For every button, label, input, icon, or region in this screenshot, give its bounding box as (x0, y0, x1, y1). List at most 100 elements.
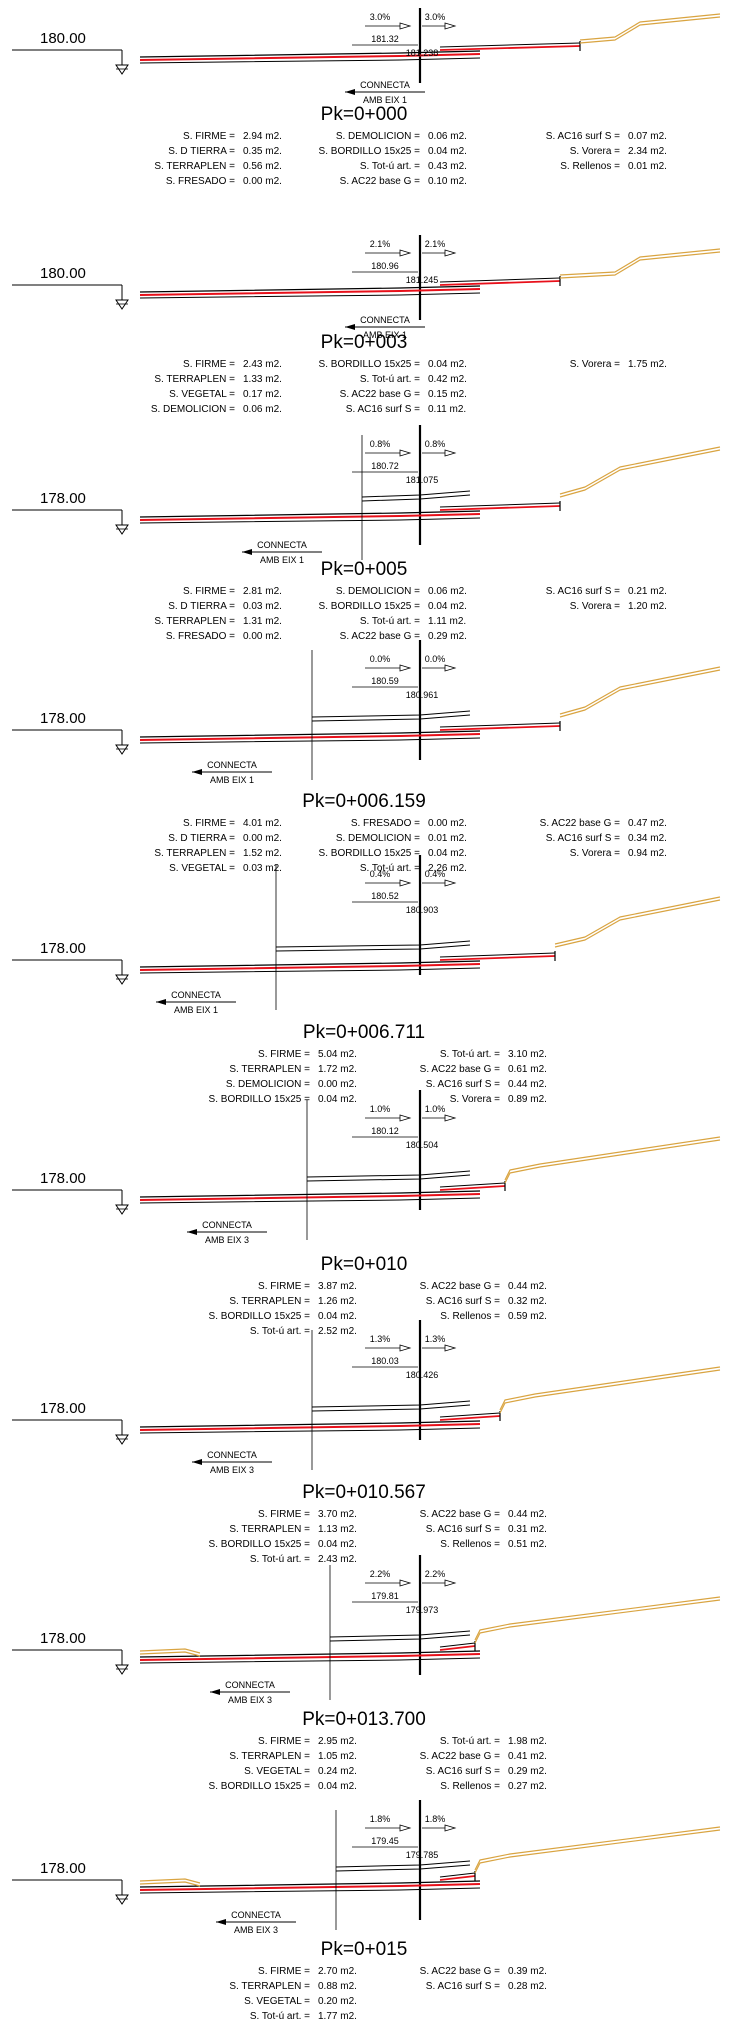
datum-label: 178.00 (40, 1170, 86, 1187)
pavement-layer (139, 1193, 481, 1201)
right-pavement (439, 1185, 506, 1191)
area-name: S. TERRAPLEN = (229, 1524, 310, 1535)
area-name: S. FIRME = (258, 1736, 310, 1747)
elev-left-label: 180.03 (371, 1356, 399, 1366)
terrain-line-a (559, 669, 721, 718)
area-name: S. Vorera = (450, 1094, 500, 1105)
right-road-line (439, 502, 561, 508)
area-name: S. D TIERRA = (168, 601, 235, 612)
platform-line-a (329, 1630, 471, 1638)
area-value: 2.34 m2. (628, 146, 667, 157)
slope-left-label: 0.4% (370, 869, 391, 879)
area-name: S. Rellenos = (440, 1311, 500, 1322)
datum-label: 180.00 (40, 265, 86, 282)
elev-axis-label: 180.504 (406, 1140, 439, 1150)
platform-line-b (329, 1634, 471, 1642)
area-name: S. TERRAPLEN = (229, 1981, 310, 1992)
area-value: 0.04 m2. (428, 146, 467, 157)
terrain-line-a (474, 1599, 721, 1644)
elev-left-label: 180.96 (371, 261, 399, 271)
datum-label: 178.00 (40, 710, 86, 727)
area-value: 0.42 m2. (428, 374, 467, 385)
terrain-line-a (504, 1139, 721, 1184)
datum-triangle-icon (115, 64, 129, 75)
datum-triangle-icon (115, 1664, 129, 1675)
area-value: 0.00 m2. (243, 176, 282, 187)
road-top-line (139, 1650, 481, 1658)
connecta-arrow-icon (345, 324, 355, 330)
connecta-axis-label: AMB EIX 3 (205, 1235, 249, 1245)
area-value: 1.75 m2. (628, 359, 667, 370)
platform-line-a (311, 710, 471, 718)
area-name: S. Tot-ú art. = (440, 1049, 500, 1060)
area-value: 0.29 m2. (428, 631, 467, 642)
terrain-line-b (474, 1596, 721, 1641)
area-name: S. AC16 surf S = (546, 833, 620, 844)
area-name: S. FIRME = (183, 131, 235, 142)
terrain-line-b (504, 1136, 721, 1181)
area-name: S. BORDILLO 15x25 = (319, 359, 421, 370)
area-value: 0.28 m2. (508, 1981, 547, 1992)
area-name: S. BORDILLO 15x25 = (319, 146, 421, 157)
slope-left-arrow-icon (399, 449, 412, 457)
connecta-arrow-icon (192, 1459, 202, 1465)
road-bottom-line (139, 1427, 481, 1434)
road-bottom-line (139, 57, 481, 64)
slope-left-arrow-icon (399, 22, 412, 30)
area-value: 0.59 m2. (508, 1311, 547, 1322)
area-value: 2.94 m2. (243, 131, 282, 142)
area-value: 0.04 m2. (428, 601, 467, 612)
terrain-line-a (499, 1369, 721, 1414)
area-value: 0.24 m2. (318, 1766, 357, 1777)
area-name: S. BORDILLO 15x25 = (319, 848, 421, 859)
slope-right-label: 0.0% (425, 654, 446, 664)
area-name: S. AC22 base G = (540, 818, 620, 829)
road-bottom-line (139, 737, 481, 744)
area-value: 3.87 m2. (318, 1281, 357, 1292)
slope-left-arrow-icon (399, 1824, 412, 1832)
area-value: 2.43 m2. (318, 1554, 357, 1565)
area-name: S. TERRAPLEN = (229, 1064, 310, 1075)
connecta-axis-label: AMB EIX 3 (234, 1925, 278, 1935)
right-pavement (439, 1415, 501, 1421)
pavement-layer (139, 288, 481, 296)
area-value: 0.56 m2. (243, 161, 282, 172)
area-name: S. AC22 base G = (340, 176, 420, 187)
platform-line-a (306, 1170, 471, 1178)
terrain-line-b (579, 13, 721, 41)
right-road-line (439, 277, 561, 283)
area-value: 0.34 m2. (628, 833, 667, 844)
terrain-line-b (559, 248, 721, 276)
connecta-label: CONNECTA (171, 990, 221, 1000)
area-value: 1.13 m2. (318, 1524, 357, 1535)
pk-title: Pk=0+015 (321, 1939, 408, 1960)
datum-triangle-icon (115, 1894, 129, 1905)
platform-line-b (311, 714, 471, 722)
terrain-line-b (499, 1366, 721, 1411)
area-value: 0.04 m2. (428, 848, 467, 859)
area-name: S. AC16 surf S = (426, 1981, 500, 1992)
connecta-label: CONNECTA (257, 540, 307, 550)
slope-right-label: 2.1% (425, 239, 446, 249)
datum-triangle-icon (115, 744, 129, 755)
area-name: S. Tot-ú art. = (360, 616, 420, 627)
area-name: S. Vorera = (570, 601, 620, 612)
slope-right-arrow-icon (444, 1344, 457, 1352)
pk-title: Pk=0+010.567 (302, 1482, 426, 1503)
area-value: 0.31 m2. (508, 1524, 547, 1535)
area-value: 0.43 m2. (428, 161, 467, 172)
road-bottom-line (139, 1657, 481, 1664)
platform-line-b (306, 1174, 471, 1182)
area-value: 0.00 m2. (243, 631, 282, 642)
area-value: 0.04 m2. (318, 1094, 357, 1105)
area-name: S. Vorera = (570, 848, 620, 859)
connecta-arrow-icon (187, 1229, 197, 1235)
right-road-line (439, 1642, 476, 1648)
elev-left-label: 180.12 (371, 1126, 399, 1136)
area-name: S. AC16 surf S = (346, 404, 420, 415)
area-value: 0.61 m2. (508, 1064, 547, 1075)
elev-left-label: 180.72 (371, 461, 399, 471)
